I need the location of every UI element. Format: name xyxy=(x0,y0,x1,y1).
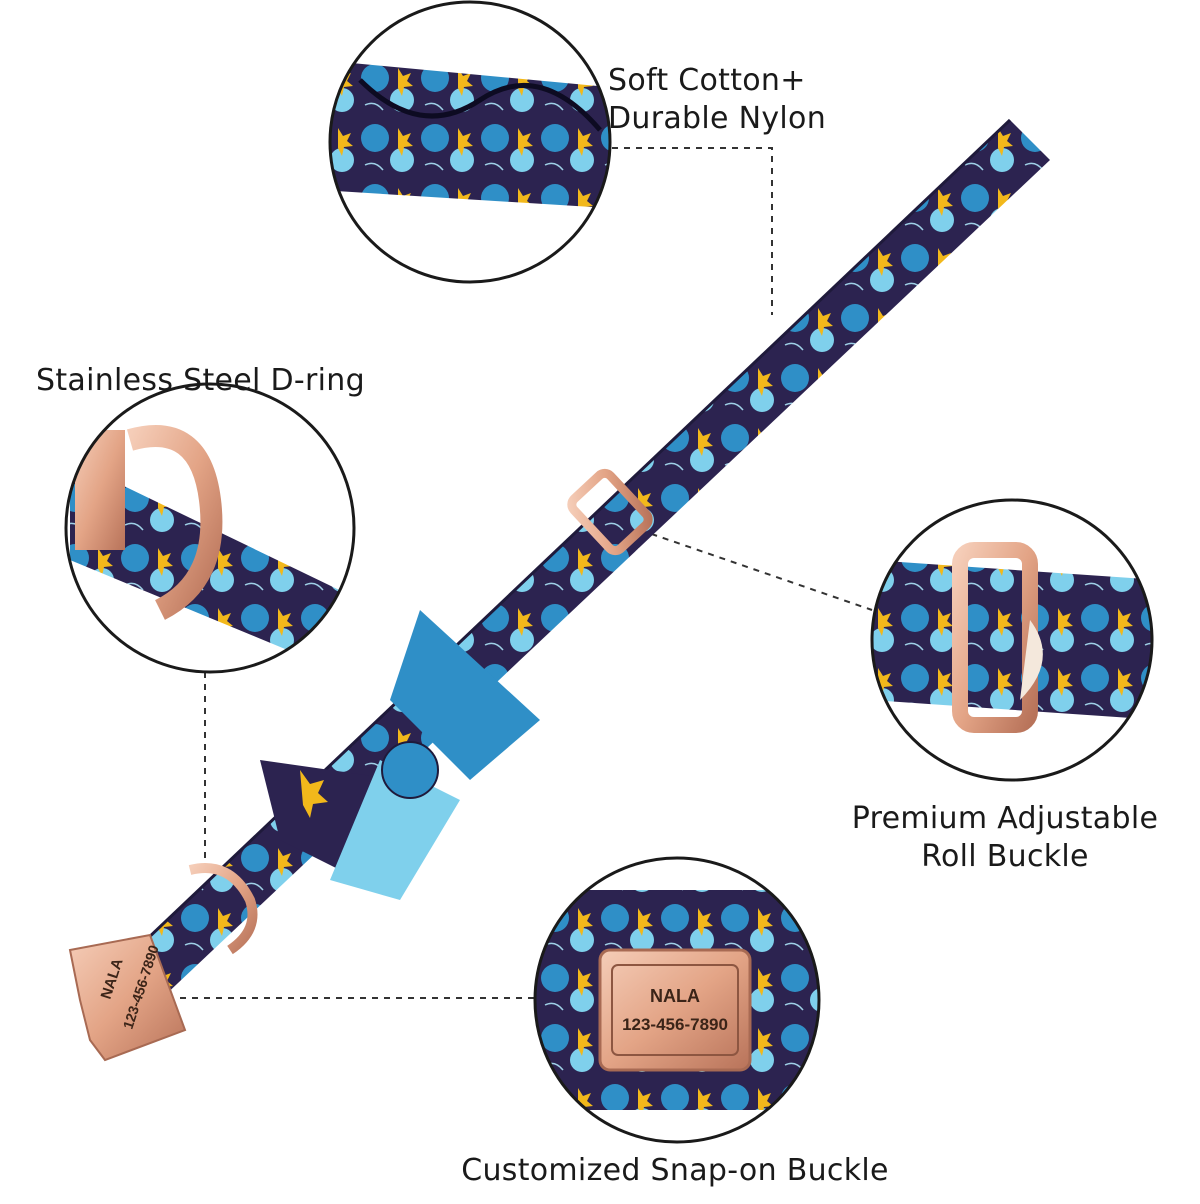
d-ring-label-text: Stainless Steel D-ring xyxy=(36,363,365,398)
roll-buckle-connector xyxy=(639,529,873,611)
bow-tie xyxy=(260,610,540,900)
snap-buckle-label: Customized Snap-on Buckle xyxy=(380,1152,970,1190)
snap-buckle-closeup: NALA 123-456-7890 xyxy=(533,856,821,1144)
d-ring-icon xyxy=(188,863,258,955)
material-label: Soft Cotton+ Durable Nylon xyxy=(608,62,826,138)
roll-buckle-icon xyxy=(567,468,653,556)
roll-buckle-label-line2: Roll Buckle xyxy=(921,839,1089,874)
snap-buckle-icon: NALA 123-456-7890 xyxy=(68,933,187,1062)
roll-buckle-closeup xyxy=(870,498,1154,782)
material-connector xyxy=(600,147,773,315)
collar-illustration: NALA 123-456-7890 xyxy=(68,118,1050,1062)
closeup-tag-name: NALA xyxy=(650,986,700,1006)
d-ring-label: Stainless Steel D-ring xyxy=(36,362,365,400)
material-label-line2: Durable Nylon xyxy=(608,101,827,136)
connector-lines xyxy=(180,147,873,999)
material-closeup xyxy=(328,0,612,284)
roll-buckle-label-line1: Premium Adjustable xyxy=(851,801,1159,836)
material-label-line1: Soft Cotton+ xyxy=(608,63,806,98)
roll-buckle-label: Premium Adjustable Roll Buckle xyxy=(840,800,1170,876)
closeup-tag-phone: 123-456-7890 xyxy=(622,1015,728,1034)
snap-buckle-label-text: Customized Snap-on Buckle xyxy=(461,1153,889,1188)
d-ring-closeup xyxy=(64,382,356,674)
